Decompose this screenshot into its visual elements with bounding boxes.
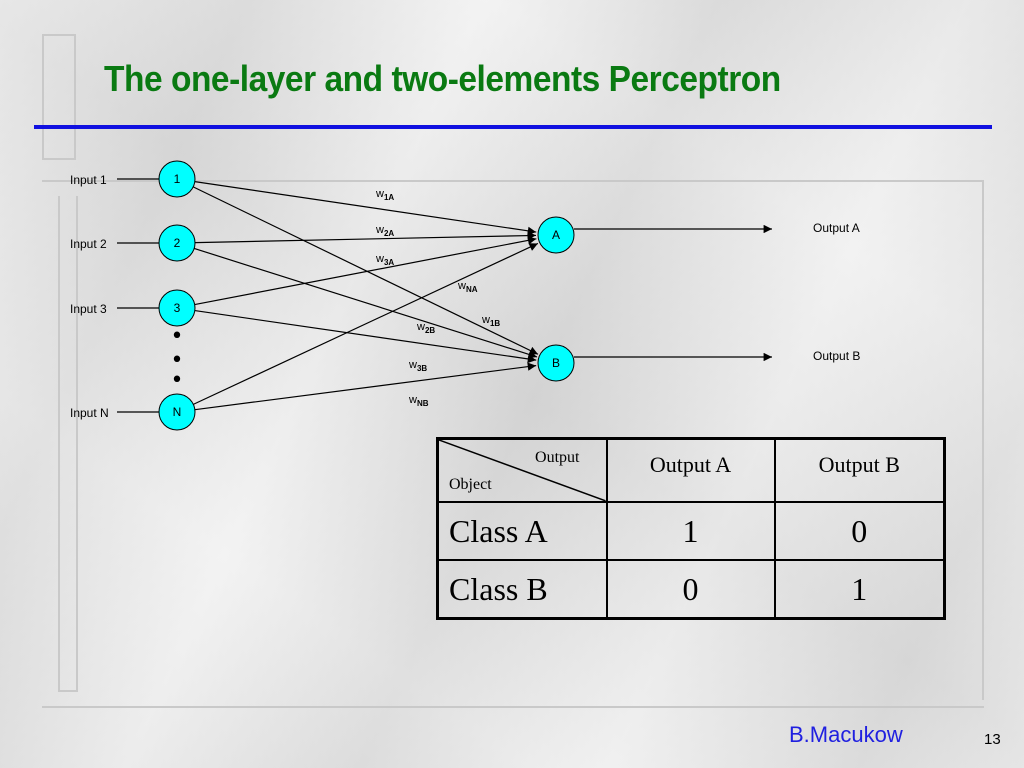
weight-label-2B: w2B <box>416 321 435 335</box>
output-label: Output A <box>813 221 860 235</box>
slide-title: The one-layer and two-elements Perceptro… <box>104 58 781 99</box>
frame-line <box>74 34 76 160</box>
weight-connection-2B <box>193 247 538 359</box>
weight-label-1A: w1A <box>375 188 394 202</box>
weight-label-NB: wNB <box>408 394 429 408</box>
input-node-label: N <box>173 405 182 419</box>
table-row: Class A 1 0 <box>436 500 946 562</box>
table-corner-cell: Output Object <box>436 437 608 503</box>
frame-line <box>42 180 984 182</box>
weight-label-3B: w3B <box>408 359 427 373</box>
input-label: Input 3 <box>70 302 107 316</box>
frame-line <box>42 706 984 708</box>
table-row-label: Class A <box>436 500 608 562</box>
table-header-output-a: Output A <box>605 437 776 503</box>
input-label: Input N <box>70 406 109 420</box>
output-node <box>537 344 575 382</box>
output-node <box>537 216 575 254</box>
table-cell: 0 <box>605 559 776 620</box>
output-label: Output B <box>813 349 860 363</box>
frame-line <box>982 180 984 700</box>
table-cell: 1 <box>605 500 776 562</box>
weight-connection-NB <box>194 362 537 411</box>
output-node-label: B <box>552 356 560 370</box>
input-node <box>158 160 196 198</box>
table-corner-top-label: Output <box>535 449 580 466</box>
weight-connection-1B <box>192 186 539 355</box>
weight-connection-1A <box>194 181 537 236</box>
input-node <box>158 393 196 431</box>
weight-label-NA: wNA <box>457 280 478 294</box>
input-node-label: 2 <box>174 236 181 250</box>
weight-label-3A: w3A <box>375 253 394 267</box>
weight-connection-3A <box>194 236 537 306</box>
table-row-label: Class B <box>436 559 608 620</box>
frame-line <box>42 158 76 160</box>
input-node-label: 3 <box>174 301 181 315</box>
input-node-label: 1 <box>174 172 181 186</box>
input-label: Input 2 <box>70 237 107 251</box>
weight-connection-NA <box>193 242 539 405</box>
ellipsis-dot: • <box>171 348 184 373</box>
table-cell: 0 <box>773 500 946 562</box>
truth-table: Output Object Output A Output B Class A … <box>436 437 946 620</box>
table-header-output-b: Output B <box>773 437 946 503</box>
table-corner-bottom-label: Object <box>449 475 492 493</box>
frame-line <box>76 196 78 692</box>
table-row: Class B 0 1 <box>436 559 946 620</box>
ellipsis-dot: • <box>171 324 184 349</box>
weight-connection-2A <box>194 231 537 244</box>
input-node <box>158 289 196 327</box>
title-rule <box>34 125 992 129</box>
weight-connection-3B <box>194 309 537 364</box>
weight-label-2A: w2A <box>375 224 394 238</box>
frame-line <box>42 34 44 160</box>
frame-line <box>42 34 76 36</box>
input-label: Input 1 <box>70 173 107 187</box>
author-name: B.Macukow <box>789 722 903 747</box>
input-node <box>158 224 196 262</box>
ellipsis-dot: • <box>171 368 184 393</box>
frame-line <box>58 690 78 692</box>
page-number: 13 <box>984 731 1001 748</box>
weight-label-1B: w1B <box>481 314 500 328</box>
frame-line <box>58 196 60 692</box>
output-node-label: A <box>552 228 560 242</box>
table-cell: 1 <box>773 559 946 620</box>
